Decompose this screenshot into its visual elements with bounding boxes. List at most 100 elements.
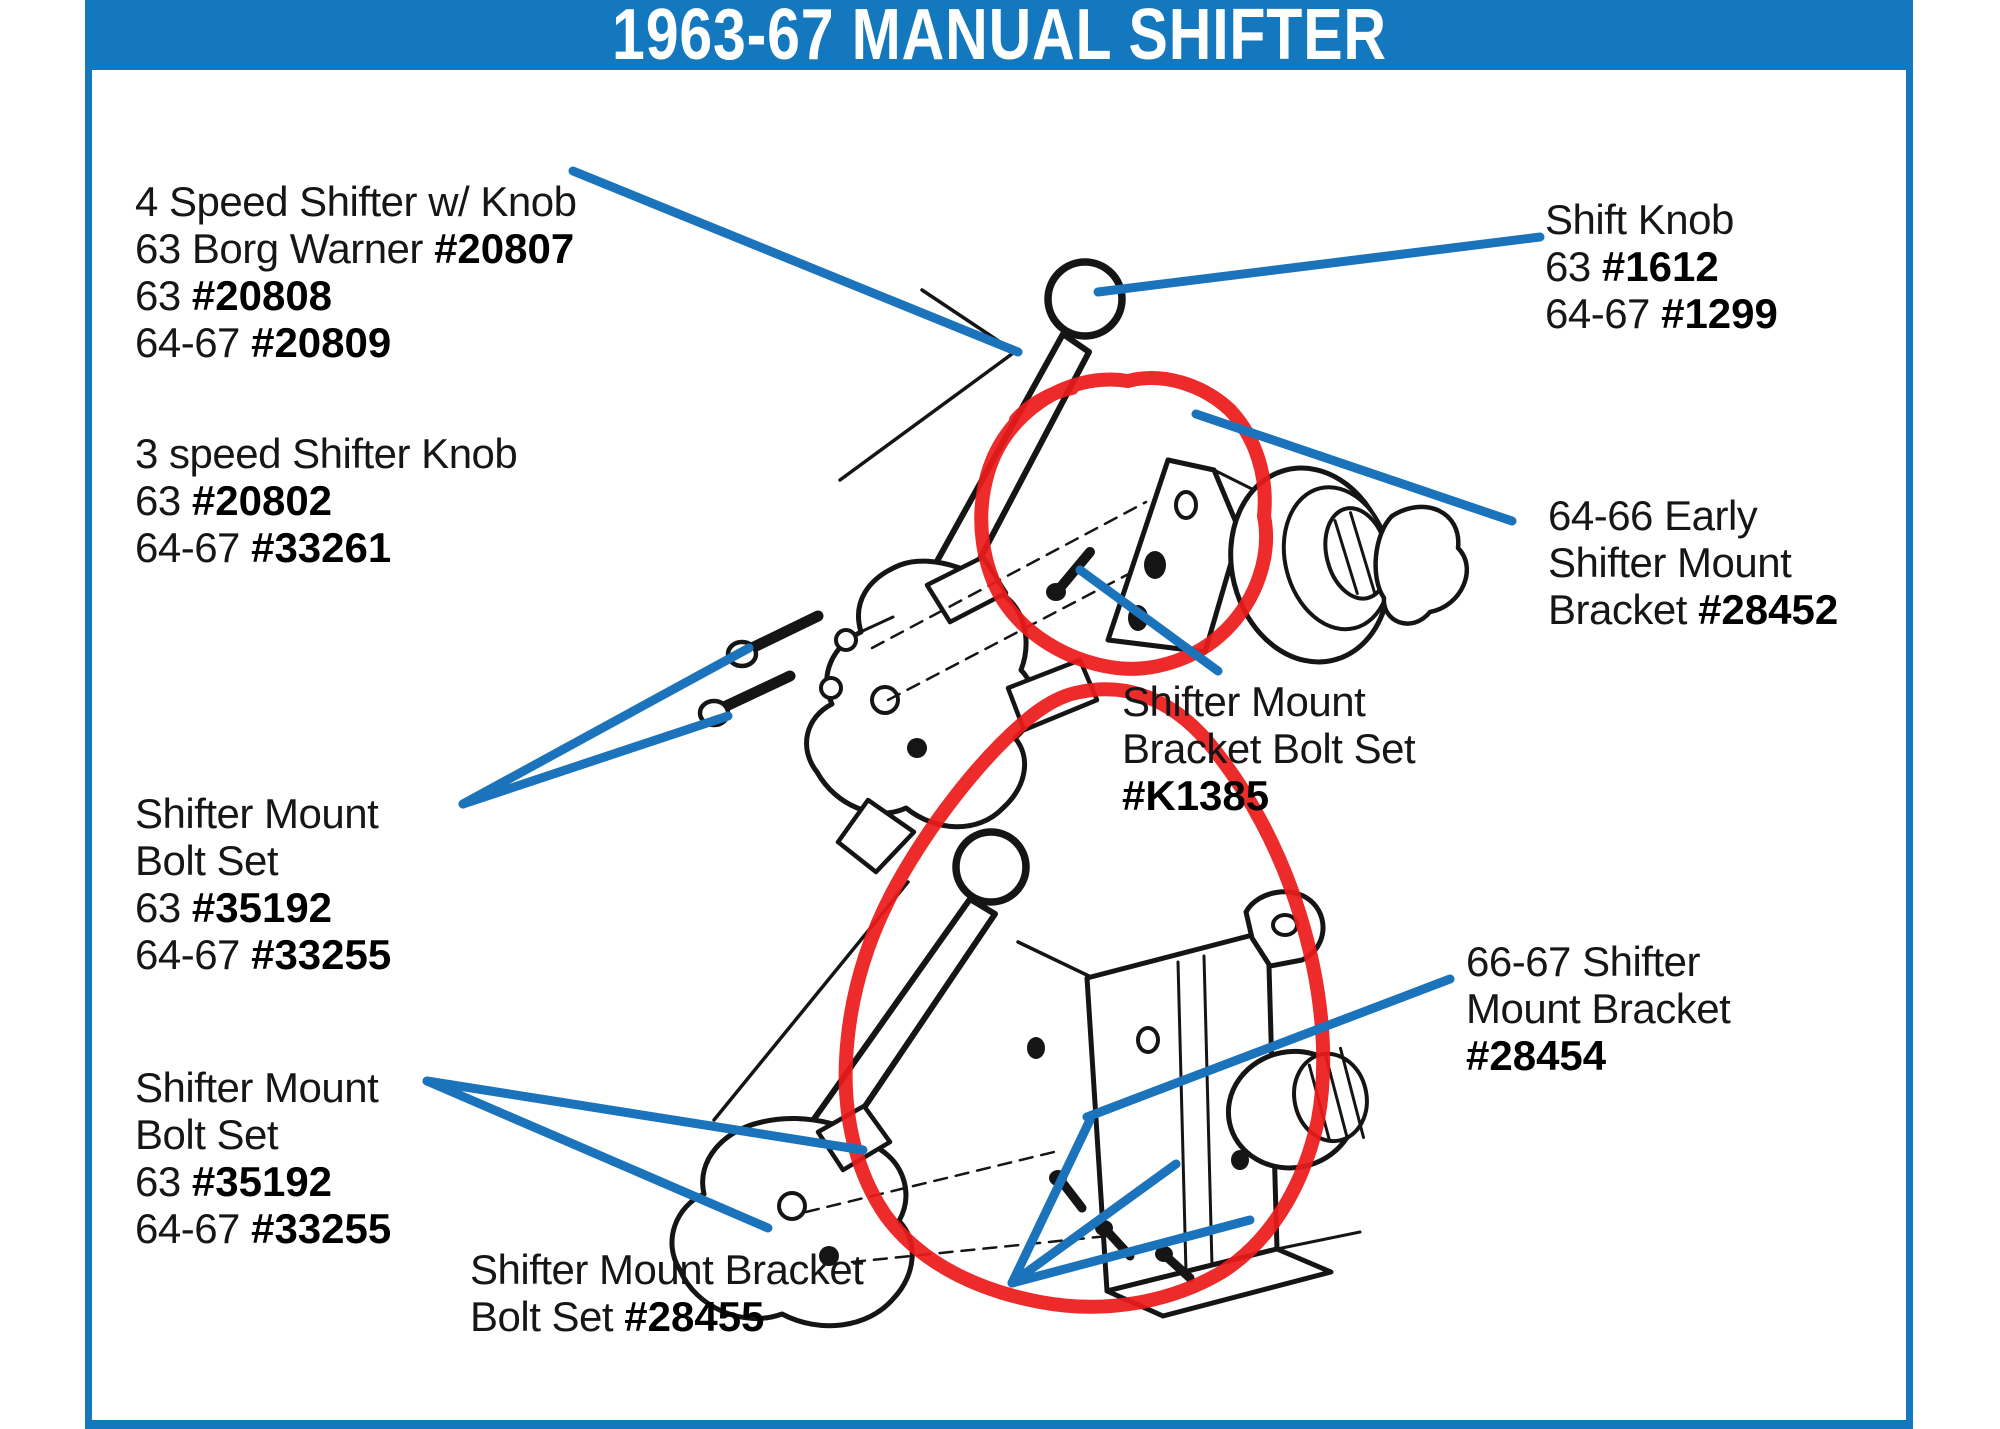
label-line: 64-66 Early	[1548, 492, 1838, 539]
label-text: Shifter Mount	[135, 1064, 379, 1111]
label-line: Shifter Mount Bracket	[470, 1246, 864, 1293]
leader-bracket-bolt-set-2	[1007, 1159, 1181, 1288]
label-line: 4 Speed Shifter w/ Knob	[135, 178, 577, 225]
label-text: 63	[135, 272, 192, 319]
label-line: Shifter Mount	[135, 790, 391, 837]
part-number: #1299	[1661, 290, 1778, 337]
label-text: 3 speed Shifter Knob	[135, 430, 518, 477]
leader-shift-knob	[1093, 232, 1545, 297]
label-shift-knob: Shift Knob 63 #1612 64-67 #1299	[1545, 196, 1778, 337]
part-number: #35192	[191, 1158, 333, 1205]
label-3-speed-knob: 3 speed Shifter Knob 63 #20802 64-67 #33…	[135, 430, 518, 571]
label-text: Shifter Mount	[1548, 539, 1792, 586]
label-late-bracket: 66-67 Shifter Mount Bracket #28454	[1466, 938, 1731, 1079]
label-text: Bolt Set	[135, 837, 279, 884]
label-text: 66-67 Shifter	[1466, 938, 1700, 985]
label-line: Bracket Bolt Set	[1122, 725, 1416, 772]
red-highlight-circles	[838, 371, 1331, 1314]
leader-lower-bolt-set-2	[422, 1076, 773, 1233]
label-line: 63 #1612	[1545, 243, 1778, 290]
label-mount-bolt-set-lower: Shifter Mount Bolt Set 63 #35192 64-67 #…	[135, 1064, 391, 1252]
part-number: #28454	[1466, 1032, 1607, 1079]
part-number: #1612	[1601, 243, 1719, 290]
label-text: Bracket Bolt Set	[1122, 725, 1416, 772]
label-text: 63	[135, 884, 192, 931]
part-number: #35192	[191, 884, 333, 931]
leader-bracket-bolt-set-1	[1007, 1115, 1095, 1288]
part-number: #28452	[1698, 586, 1839, 633]
leader-4-speed-shifter	[568, 166, 1023, 357]
label-line: 3 speed Shifter Knob	[135, 430, 518, 477]
label-bracket-bolt-set-28455: Shifter Mount Bracket Bolt Set #28455	[470, 1246, 864, 1340]
label-text: Mount Bracket	[1466, 985, 1731, 1032]
label-text: 64-67	[135, 319, 252, 366]
label-text: 64-67	[135, 931, 252, 978]
leader-upper-bolt-set-1	[458, 643, 754, 809]
label-line: Shifter Mount	[1122, 678, 1415, 725]
label-line: 66-67 Shifter	[1466, 938, 1730, 985]
label-line: Bolt Set	[135, 1111, 391, 1158]
label-text: 4 Speed Shifter w/ Knob	[135, 178, 577, 225]
label-text: Shift Knob	[1545, 196, 1734, 243]
early-mount-bracket	[1046, 457, 1260, 655]
part-number: #33255	[251, 1205, 392, 1252]
upper-shift-knob-ball	[1044, 258, 1126, 340]
label-text: Bracket	[1548, 586, 1699, 633]
label-text: Shifter Mount Bracket	[470, 1246, 864, 1293]
label-line: 64-67 #1299	[1545, 290, 1778, 337]
leader-upper-bolt-set-2	[458, 711, 733, 809]
label-text: 64-67	[135, 1205, 252, 1252]
label-text: 63	[135, 477, 192, 524]
label-line: 63 #20808	[135, 272, 576, 319]
leader-k1385	[1075, 565, 1223, 676]
label-line: 63 Borg Warner #20807	[135, 225, 576, 272]
label-text: 63	[135, 1158, 192, 1205]
label-line: Mount Bracket	[1466, 985, 1731, 1032]
label-text: 64-67	[135, 524, 252, 571]
label-line: #K1385	[1122, 772, 1415, 819]
label-text: 63 Borg Warner	[135, 225, 435, 272]
label-4-speed-shifter: 4 Speed Shifter w/ Knob 63 Borg Warner #…	[135, 178, 577, 366]
label-line: Shifter Mount	[1548, 539, 1838, 586]
page-title: 1963-67 MANUAL SHIFTER	[611, 0, 1387, 75]
lower-shift-knob-ball	[952, 828, 1030, 906]
leader-lines	[422, 166, 1545, 1288]
label-line: Shifter Mount	[135, 1064, 391, 1111]
label-text: Bolt Set	[135, 1111, 279, 1158]
label-text: Shifter Mount	[135, 790, 379, 837]
leader-early-bracket	[1191, 409, 1517, 526]
label-early-bracket: 64-66 Early Shifter Mount Bracket #28452	[1548, 492, 1838, 633]
label-line: 63 #35192	[135, 884, 391, 931]
label-line: 63 #20802	[135, 477, 517, 524]
red-circle-early-bracket	[974, 371, 1274, 676]
part-number: #20809	[251, 319, 392, 366]
label-line: Bolt Set #28455	[470, 1293, 863, 1340]
part-number: #28455	[624, 1293, 765, 1340]
page-frame	[85, 0, 1913, 1429]
label-text: 64-66 Early	[1548, 492, 1758, 539]
label-line: 64-67 #33255	[135, 1205, 391, 1252]
label-line: Bracket #28452	[1548, 586, 1838, 633]
label-line: 64-67 #33255	[135, 931, 391, 978]
leader-lower-bolt-set-1	[422, 1076, 868, 1155]
part-number: #20802	[191, 477, 333, 524]
title-bar: 1963-67 MANUAL SHIFTER	[85, 0, 1913, 75]
part-number: #20807	[434, 225, 575, 272]
red-circle-late-bracket	[838, 682, 1331, 1314]
part-number: #33255	[251, 931, 392, 978]
label-line: Bolt Set	[135, 837, 391, 884]
label-text: 64-67	[1545, 290, 1662, 337]
label-bracket-bolt-set-k1385: Shifter Mount Bracket Bolt Set #K1385	[1122, 678, 1416, 819]
label-text: Bolt Set	[470, 1293, 625, 1340]
label-mount-bolt-set-upper: Shifter Mount Bolt Set 63 #35192 64-67 #…	[135, 790, 391, 978]
label-line: 64-67 #33261	[135, 524, 517, 571]
label-text: 63	[1545, 243, 1602, 290]
label-line: Shift Knob	[1545, 196, 1778, 243]
label-line: #28454	[1466, 1032, 1730, 1079]
label-line: 64-67 #20809	[135, 319, 576, 366]
part-number: #K1385	[1122, 772, 1270, 819]
label-line: 63 #35192	[135, 1158, 391, 1205]
part-number: #33261	[251, 524, 392, 571]
